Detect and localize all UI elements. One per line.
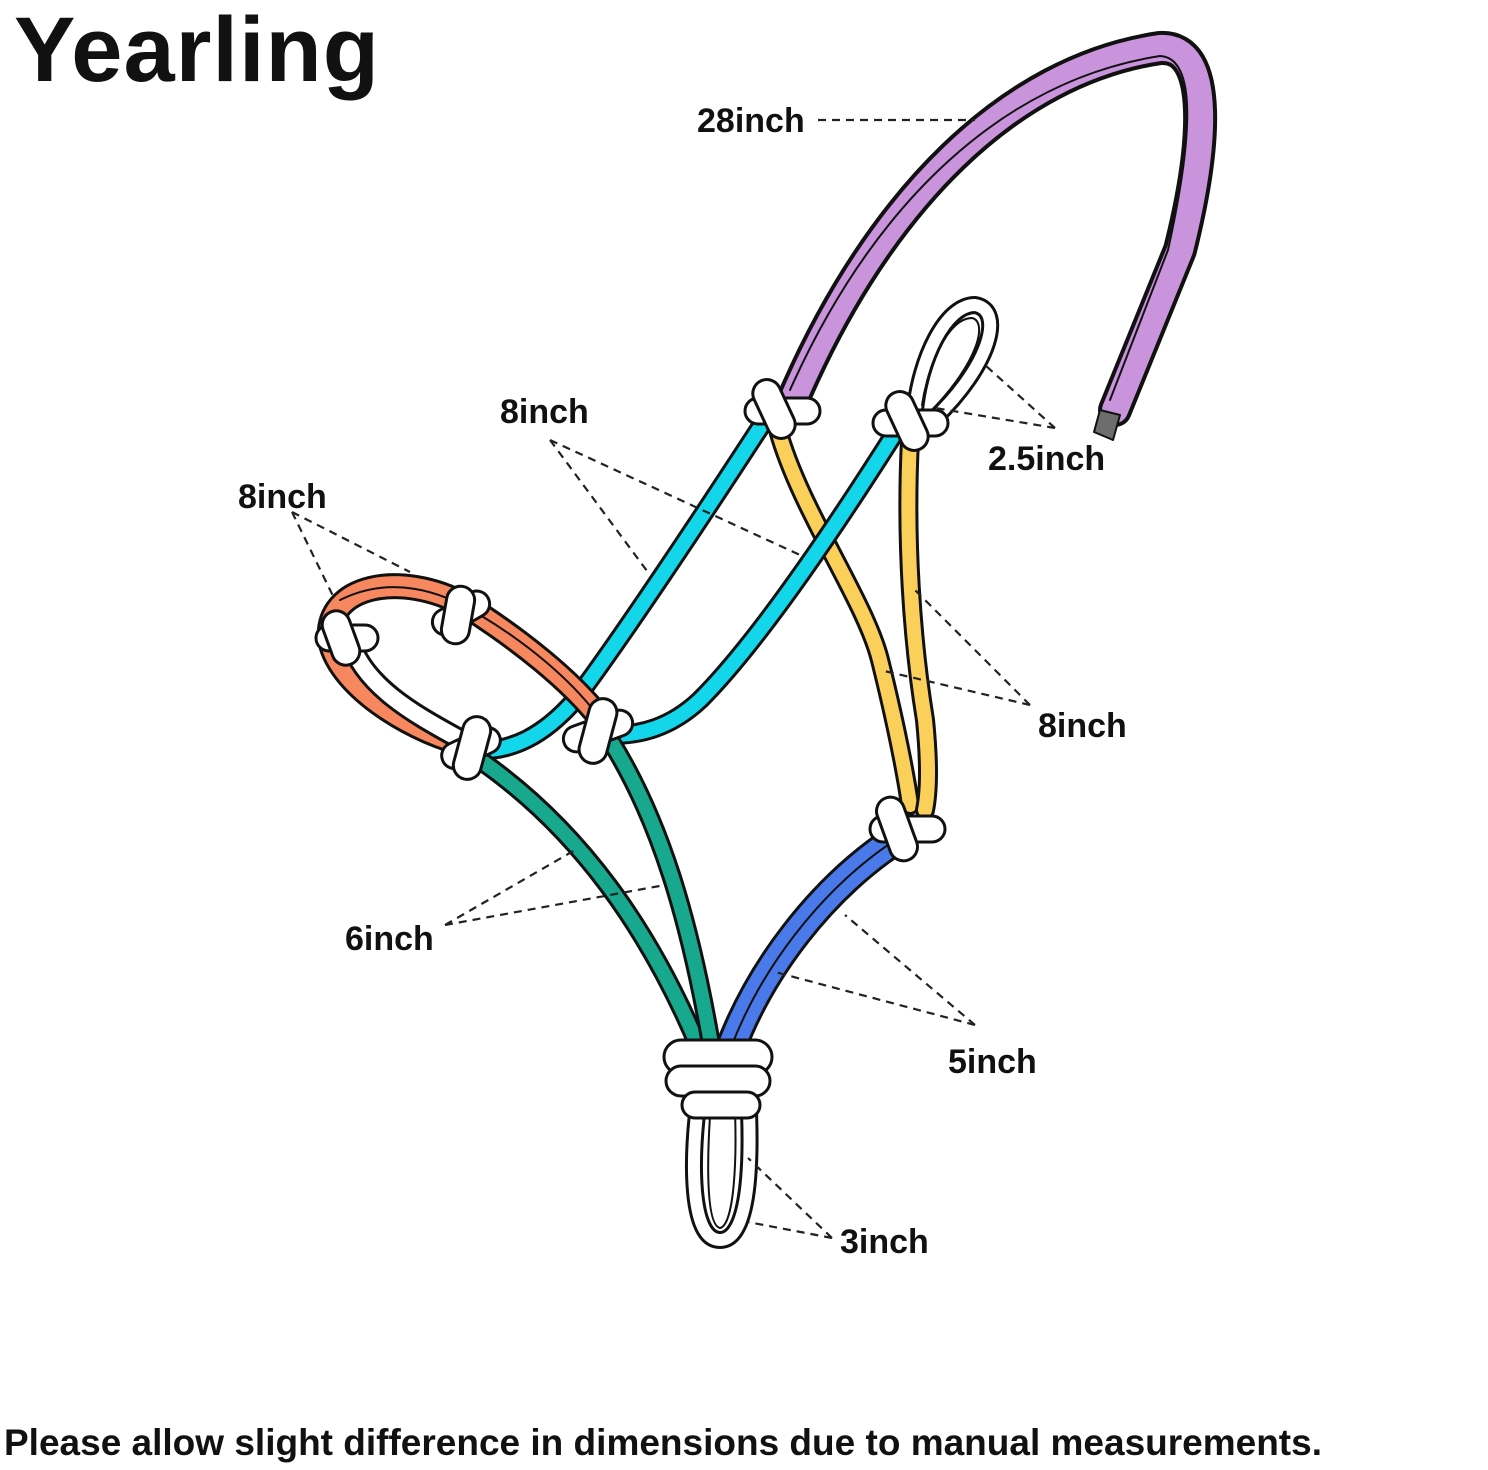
label-noseband: 8inch (238, 478, 327, 516)
chin-right-strap (714, 824, 911, 1066)
leader-lines (291, 118, 1056, 1240)
label-crown: 28inch (697, 102, 805, 140)
knot-noseband-left (314, 609, 380, 667)
chin-left-straps (470, 730, 722, 1060)
knot-noseband-right (561, 697, 635, 765)
throat-straps (768, 420, 939, 820)
footer-disclaimer: Please allow slight difference in dimens… (4, 1422, 1322, 1463)
knot-chin (662, 1038, 774, 1120)
knot-throat-bottom (868, 795, 947, 863)
knot-noseband-top (430, 584, 492, 646)
knot-noseband-bottom (440, 715, 502, 781)
label-cheek-right: 8inch (1038, 707, 1127, 745)
label-cheek-upper: 8inch (500, 393, 589, 431)
knots (314, 378, 950, 1120)
label-chin-right: 5inch (948, 1043, 1037, 1081)
throat-loop (906, 296, 1000, 427)
diagram-title: Yearling (14, 0, 380, 101)
lead-loop (685, 1081, 759, 1249)
label-lead-loop: 3inch (840, 1223, 929, 1261)
label-throat-loop: 2.5inch (988, 440, 1105, 478)
knot-crown-left (743, 378, 822, 440)
cheek-straps (480, 410, 910, 760)
crown-strap (778, 31, 1218, 441)
knot-crown-right (871, 390, 950, 452)
label-chin-left: 6inch (345, 920, 434, 958)
